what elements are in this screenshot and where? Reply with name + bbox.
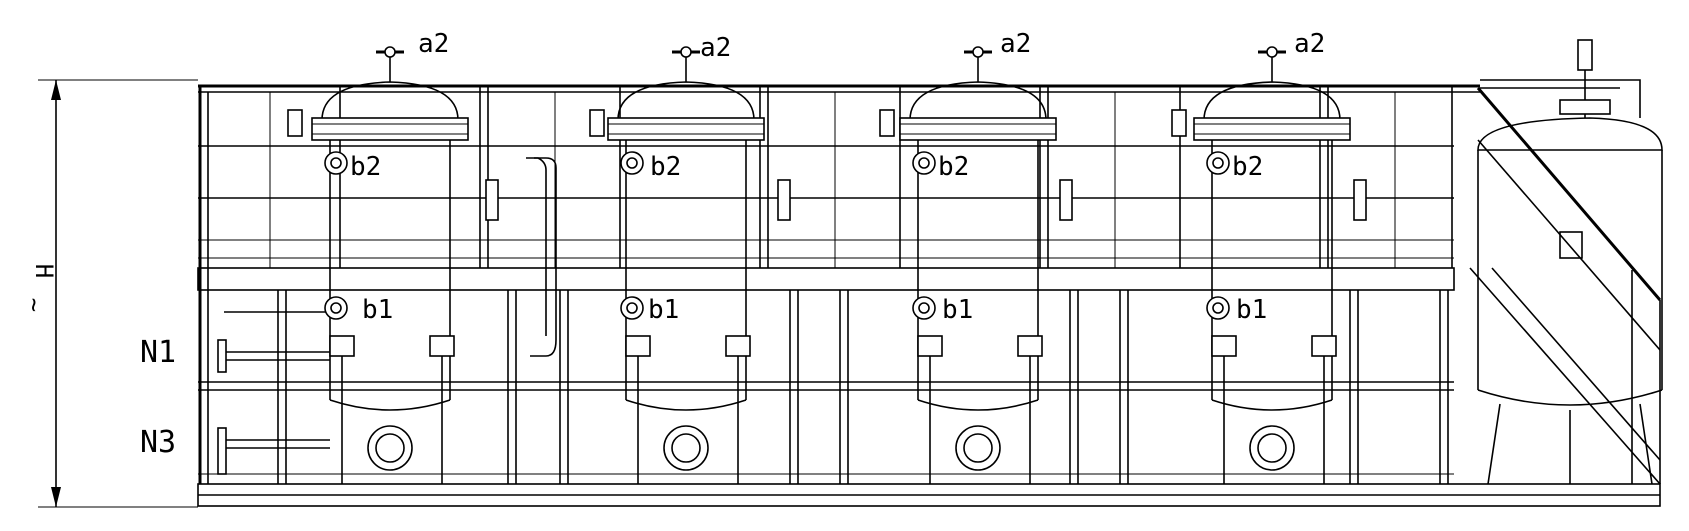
- vessel-1-mid-label: b2: [350, 152, 381, 182]
- vessel-3-low-label: b1: [942, 295, 973, 325]
- dimension-label: H: [30, 264, 58, 278]
- height-dimension: H ~: [20, 79, 198, 508]
- vessel-2-mid-label: b2: [650, 152, 681, 182]
- storage-tank: [1477, 39, 1663, 485]
- level-label-n3: N3: [140, 425, 176, 460]
- vessel-1-low-label: b1: [362, 295, 393, 325]
- filter-vessel-4: a2 b2 b1: [1193, 29, 1351, 484]
- filter-vessel-3: a2 b2 b1: [899, 29, 1057, 484]
- vessel-4-top-label: a2: [1294, 29, 1325, 59]
- vessel-4-low-label: b1: [1236, 295, 1267, 325]
- access-stairs: [1469, 87, 1662, 485]
- vessel-3-mid-label: b2: [938, 152, 969, 182]
- dimension-sub-label: ~: [20, 298, 48, 312]
- filter-vessel-1: a2 b2 b1: [311, 29, 469, 484]
- filter-vessel-2: a2 b2 b1: [607, 33, 765, 484]
- vessel-1-top-label: a2: [418, 29, 449, 59]
- vessel-2-low-label: b1: [648, 295, 679, 325]
- vessel-3-top-label: a2: [1000, 29, 1031, 59]
- upper-platform: [197, 84, 1480, 291]
- vessel-2-top-label: a2: [700, 33, 731, 63]
- valves: [287, 109, 1367, 357]
- level-label-n1: N1: [140, 335, 176, 370]
- skid-base: [197, 483, 1661, 507]
- vessel-4-mid-label: b2: [1232, 152, 1263, 182]
- frame-posts: [198, 86, 1453, 484]
- lower-frame: [198, 381, 1454, 475]
- inlet-pipes: [217, 311, 330, 475]
